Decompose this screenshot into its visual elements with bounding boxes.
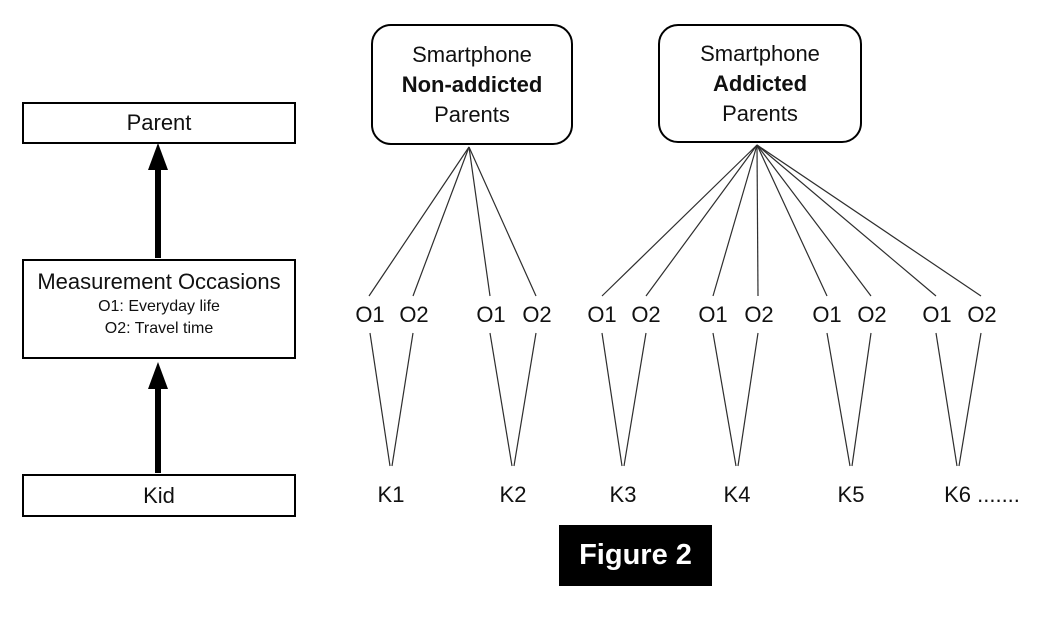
occasion-label: O2 <box>744 302 774 327</box>
occasions-to-kids-lines <box>369 332 982 467</box>
nonaddicted-line-3: Parents <box>434 101 510 127</box>
occasion-label: O2 <box>522 302 552 327</box>
kid-label: Kid <box>143 482 175 508</box>
kid-node-label: K2 <box>499 482 527 507</box>
kid-box: Kid <box>22 474 296 517</box>
nonaddicted-parents-box: Smartphone Non-addicted Parents <box>371 24 573 145</box>
fan-addicted-to-occasions <box>601 144 982 297</box>
kid-node-label: K5 <box>837 482 865 507</box>
kid-node-label: K6 ....... <box>944 482 1020 507</box>
occasion-label: O1 <box>355 302 385 327</box>
fan-nonaddicted-to-occasions <box>368 146 537 297</box>
figure-caption-text: Figure 2 <box>579 539 692 571</box>
kid-node-label: K3 <box>609 482 637 507</box>
parent-box: Parent <box>22 102 296 144</box>
occasion-label: O2 <box>631 302 661 327</box>
addicted-line-3: Parents <box>722 100 798 126</box>
kid-node-label: K1 <box>377 482 405 507</box>
occasion-label: O1 <box>698 302 728 327</box>
kid-node-label: K4 <box>723 482 751 507</box>
occasion-label: O2 <box>967 302 997 327</box>
occasion-label: O2 <box>399 302 429 327</box>
measurement-occasion-2: O2: Travel time <box>104 320 214 337</box>
occasion-label: O2 <box>857 302 887 327</box>
nonaddicted-line-1: Smartphone <box>412 41 532 67</box>
occasion-label: O1 <box>922 302 952 327</box>
occasion-label: O1 <box>812 302 842 327</box>
measurement-occasions-box: Measurement Occasions O1: Everyday life … <box>22 259 296 359</box>
addicted-line-2: Addicted <box>712 70 808 96</box>
addicted-line-1: Smartphone <box>700 40 820 66</box>
occasion-label: O1 <box>587 302 617 327</box>
figure-caption: Figure 2 <box>559 525 712 586</box>
arrow-up-kid-to-measurement <box>148 362 168 473</box>
measurement-occasion-1: O1: Everyday life <box>98 298 220 315</box>
occasion-label: O1 <box>476 302 506 327</box>
arrow-up-measurement-to-parent <box>148 143 168 258</box>
measurement-title: Measurement Occasions <box>37 269 281 294</box>
parent-label: Parent <box>126 110 192 135</box>
nonaddicted-line-2: Non-addicted <box>401 71 543 97</box>
addicted-parents-box: Smartphone Addicted Parents <box>658 24 862 143</box>
